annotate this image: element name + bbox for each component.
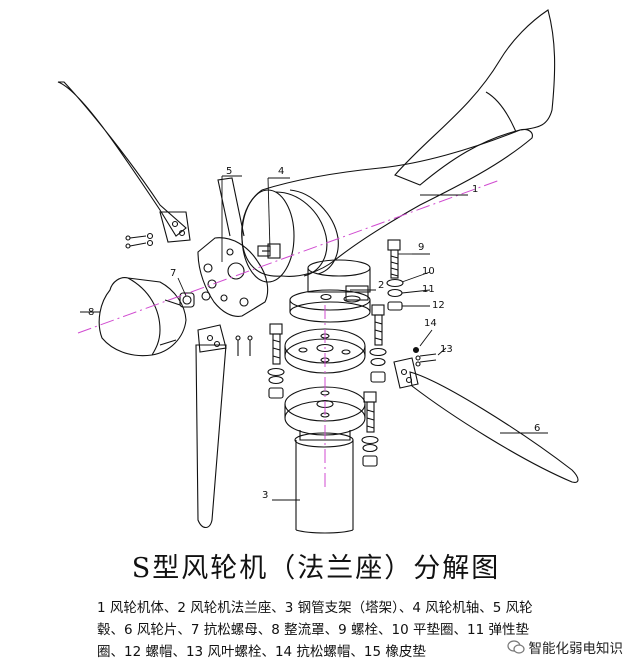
flange-seat xyxy=(289,259,371,323)
callout-labels: 1 2 3 4 5 6 7 8 9 10 11 12 13 14 xyxy=(88,166,540,501)
tower-pipe xyxy=(294,432,354,534)
parts-legend: 1 风轮机体、2 风轮机法兰座、3 钢管支架（塔架）、4 风轮机轴、5 风轮 毂… xyxy=(97,597,627,663)
callout-14: 14 xyxy=(424,318,437,329)
callout-4: 4 xyxy=(278,166,284,177)
watermark: 智能化弱电知识 xyxy=(503,636,626,658)
callout-11: 11 xyxy=(422,284,435,295)
callout-7: 7 xyxy=(170,268,176,279)
blade-right xyxy=(393,357,579,483)
hardware xyxy=(125,232,437,467)
callout-12: 12 xyxy=(432,300,445,311)
nacelle-body xyxy=(241,128,533,283)
callout-5: 5 xyxy=(226,166,232,177)
wechat-icon xyxy=(506,640,525,654)
callout-2: 2 xyxy=(378,280,384,291)
hub xyxy=(197,177,269,317)
legend-line: 毂、6 风轮片、7 抗松螺母、8 整流罩、9 螺栓、10 平垫圈、11 弹性垫 xyxy=(97,622,529,638)
exploded-diagram: 1 2 3 4 5 6 7 8 9 10 11 12 13 14 xyxy=(57,9,579,534)
blade-lower xyxy=(195,324,227,529)
callout-6: 6 xyxy=(534,423,540,434)
legend-line: 1 风轮机体、2 风轮机法兰座、3 钢管支架（塔架）、4 风轮机轴、5 风轮 xyxy=(97,600,533,616)
nose-cone xyxy=(98,277,187,357)
lock-nut xyxy=(179,292,195,308)
callout-1: 1 xyxy=(472,184,478,195)
tail-fin xyxy=(394,9,556,186)
callout-3: 3 xyxy=(262,490,268,501)
callout-9: 9 xyxy=(418,242,424,253)
callout-10: 10 xyxy=(422,266,435,277)
blade-upper xyxy=(57,81,191,243)
callout-13: 13 xyxy=(440,344,453,355)
legend-line: 圈、12 螺帽、13 风叶螺栓、14 抗松螺帽、15 橡皮垫 xyxy=(97,644,426,660)
callout-8: 8 xyxy=(88,307,94,318)
diagram-title: S型风轮机（法兰座）分解图 xyxy=(131,553,501,584)
leader-lines xyxy=(80,175,548,501)
watermark-text: 智能化弱电知识 xyxy=(528,641,624,657)
axis-line xyxy=(77,179,501,490)
